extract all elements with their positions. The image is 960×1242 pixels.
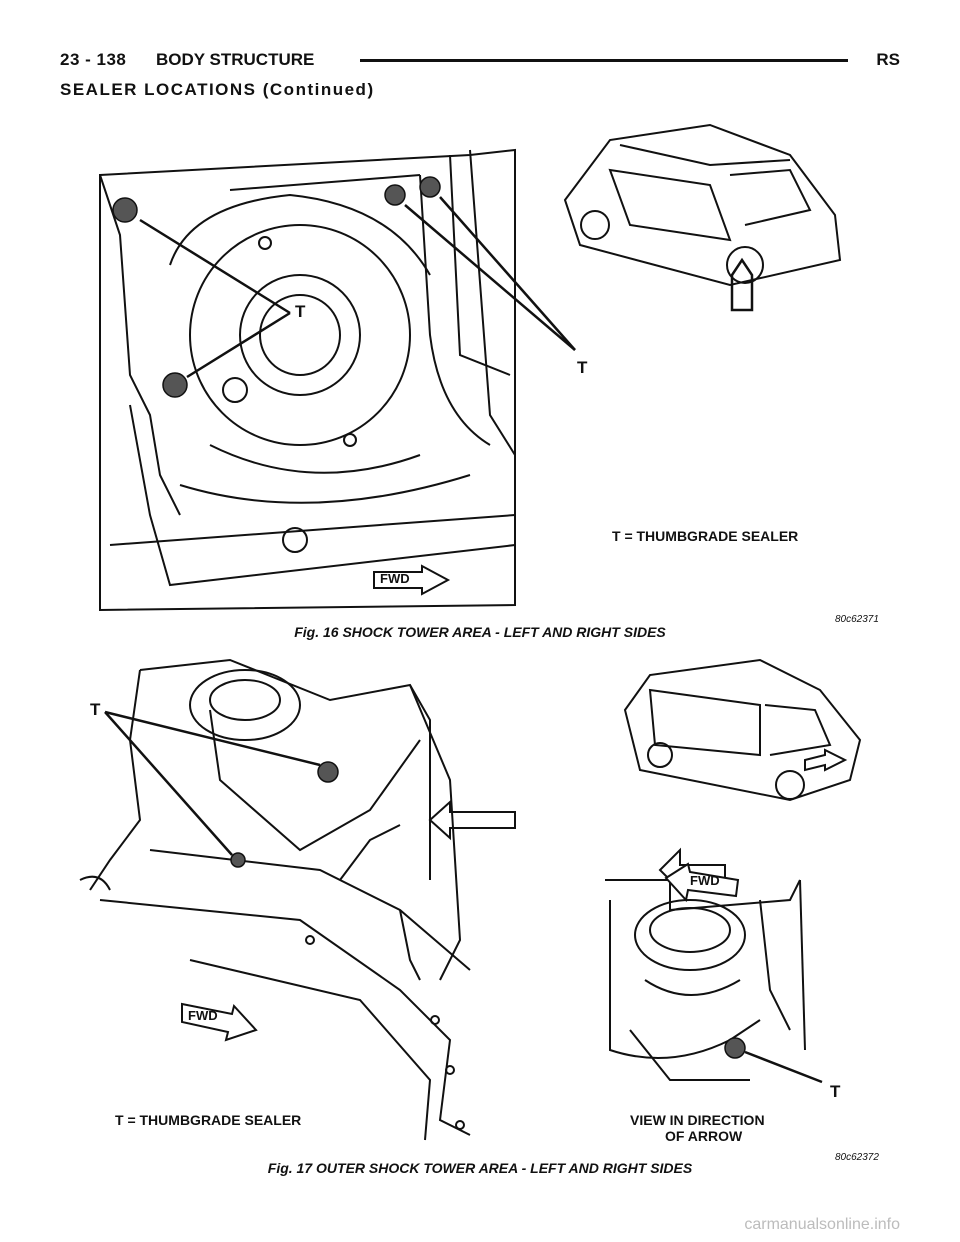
model-code: RS: [876, 50, 900, 69]
fig16-legend: T = THUMBGRADE SEALER: [612, 528, 799, 544]
watermark-footer: carmanualsonline.info: [744, 1216, 900, 1233]
fig17-legend: T = THUMBGRADE SEALER: [115, 1112, 302, 1128]
fig17-fwd-right-label: FWD: [690, 873, 720, 888]
fig16-code: 80c62371: [835, 614, 879, 625]
page-number: 23 - 138: [60, 50, 127, 69]
header-rule: [360, 59, 848, 62]
section-title: BODY STRUCTURE: [156, 50, 315, 69]
fig17-fwd-left-label: FWD: [188, 1008, 218, 1023]
page-header: 23 - 138 BODY STRUCTURE RS: [60, 50, 900, 70]
fig16-caption: Fig. 16 SHOCK TOWER AREA - LEFT AND RIGH…: [294, 624, 666, 640]
fwd-arrow-icon: [373, 564, 451, 596]
fig16-fwd-label: FWD: [380, 571, 410, 586]
fig17-callout-t-right: T: [830, 1082, 841, 1101]
fig16-callout-t-right: T: [577, 358, 588, 377]
fig17-view-text-2: OF ARROW: [665, 1128, 743, 1144]
fig17-view-text-1: VIEW IN DIRECTION: [630, 1112, 765, 1128]
fwd-arrow-icon: [664, 862, 740, 903]
fig16-callout-t-left: T: [295, 302, 306, 321]
fig17-code: 80c62372: [835, 1152, 879, 1163]
fig17-callout-t-left: T: [90, 700, 101, 719]
fig17-fwd-arrow-left: FWD: [180, 1000, 260, 1051]
figure-17-illustration: [79, 658, 862, 1141]
fig16-fwd-arrow: FWD: [372, 564, 452, 601]
section-subtitle: SEALER LOCATIONS (Continued): [60, 80, 375, 99]
fwd-arrow-icon: [181, 1002, 258, 1042]
fig17-fwd-arrow-right: FWD: [664, 860, 740, 911]
figure-16-illustration: [99, 123, 842, 612]
fig17-caption: Fig. 17 OUTER SHOCK TOWER AREA - LEFT AN…: [267, 1160, 693, 1176]
